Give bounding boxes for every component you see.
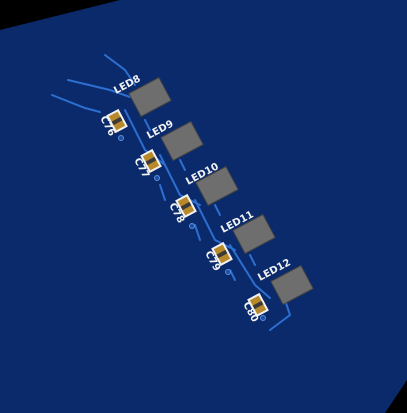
cap-c77[interactable] — [140, 148, 162, 174]
led-11[interactable] — [232, 213, 276, 255]
copper-traces — [51, 54, 292, 331]
cap-c79[interactable] — [211, 241, 233, 267]
cap-list — [106, 108, 269, 318]
led-9[interactable] — [160, 120, 204, 162]
led-12[interactable] — [270, 264, 314, 306]
vias — [118, 135, 266, 321]
cap-c78[interactable] — [175, 193, 197, 219]
cap-c76[interactable] — [106, 108, 128, 134]
led-8[interactable] — [128, 76, 172, 118]
cap-c80[interactable] — [247, 292, 269, 318]
led-10[interactable] — [195, 165, 239, 207]
led-list — [128, 76, 314, 306]
